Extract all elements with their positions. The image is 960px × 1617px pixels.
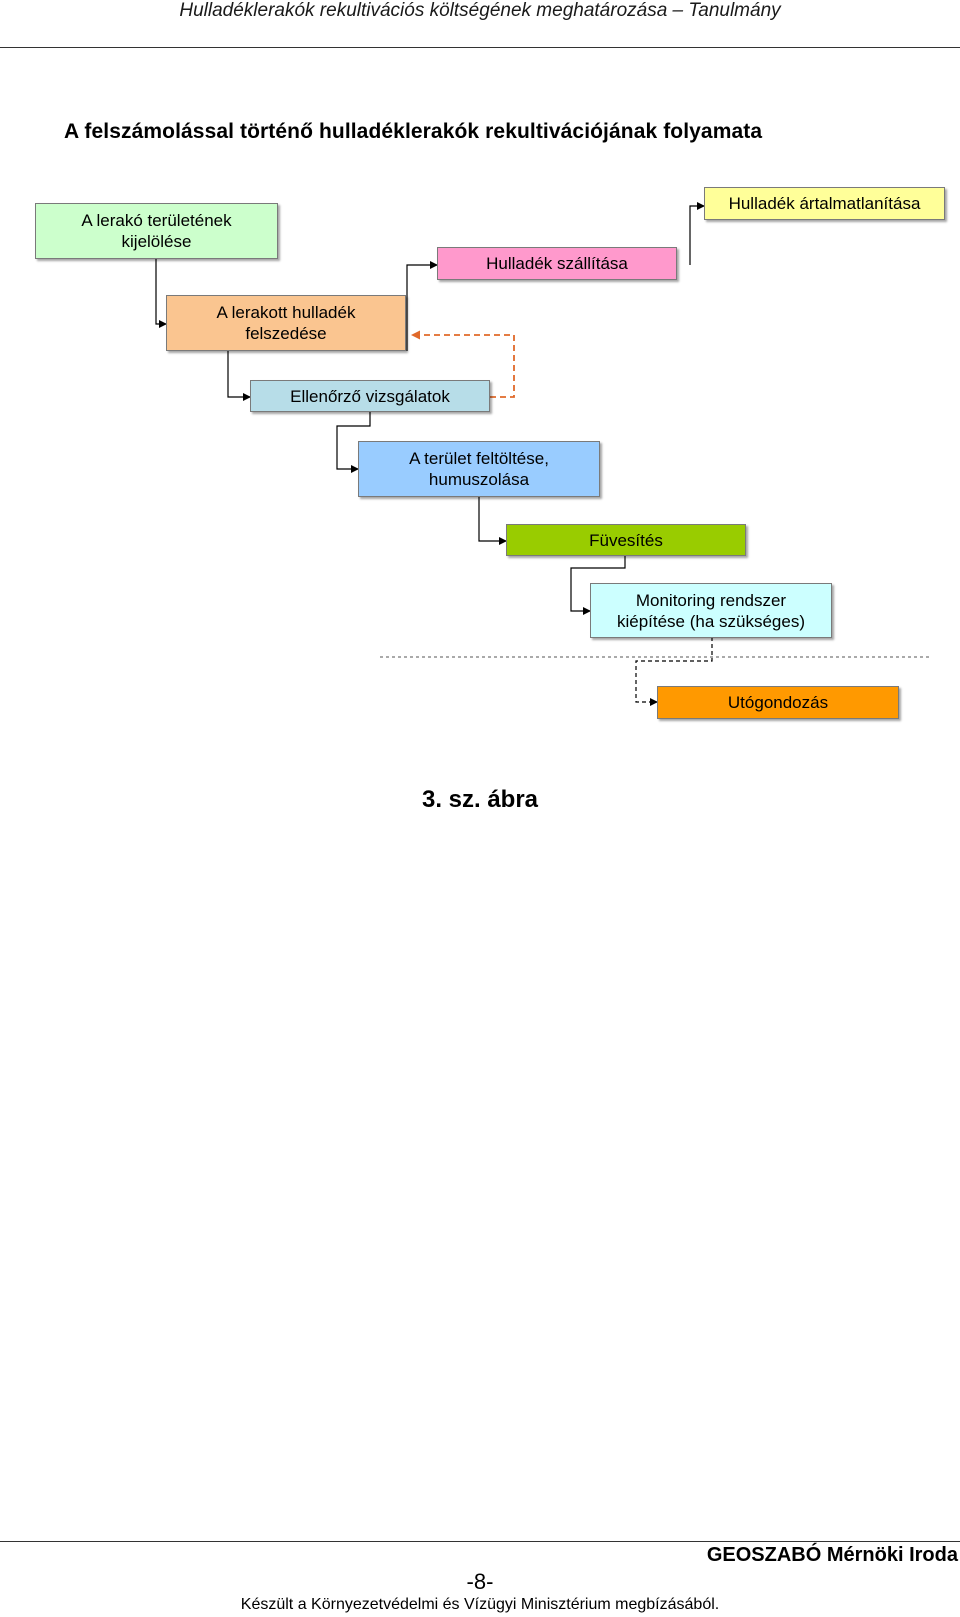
connector-4-5 <box>478 497 507 545</box>
step-waste-transport: Hulladék szállítása <box>437 247 677 280</box>
footer-divider <box>0 1541 960 1542</box>
header-divider <box>0 47 960 48</box>
step-waste-removal: A lerakott hulladék felszedése <box>166 295 406 351</box>
diagram-title: A felszámolással történő hulladéklerakók… <box>64 120 763 143</box>
footer-company: GEOSZABÓ Mérnöki Iroda <box>706 1544 958 1566</box>
page-number: -8- <box>466 1569 494 1594</box>
running-header: Hulladéklerakók rekultivációs költségéne… <box>179 0 781 21</box>
connector-3-4 <box>336 412 371 473</box>
footer-note: Készült a Környezetvédelmi és Vízügyi Mi… <box>240 1596 720 1613</box>
connector-1-2 <box>155 259 167 328</box>
step-waste-disposal: Hulladék ártalmatlanítása <box>704 187 945 220</box>
flow-connectors <box>155 202 930 706</box>
connector-recheck-dashed <box>411 330 515 398</box>
connector-2-3 <box>227 351 251 401</box>
step-aftercare: Utógondozás <box>657 686 899 719</box>
step-grassing: Füvesítés <box>506 524 746 556</box>
step-control-tests: Ellenőrző vizsgálatok <box>250 380 490 412</box>
connector-6-7-dashed <box>635 637 713 706</box>
connector-2-transport <box>406 261 438 351</box>
figure-caption: 3. sz. ábra <box>421 786 539 813</box>
connector-transport-disposal <box>689 202 705 265</box>
step-monitoring: Monitoring rendszer kiépítése (ha szüksé… <box>590 583 832 638</box>
step-filling-topsoiling: A terület feltöltése, humuszolása <box>358 441 600 497</box>
step-site-designation: A lerakó területének kijelölése <box>35 203 278 259</box>
connector-5-6 <box>570 556 626 615</box>
